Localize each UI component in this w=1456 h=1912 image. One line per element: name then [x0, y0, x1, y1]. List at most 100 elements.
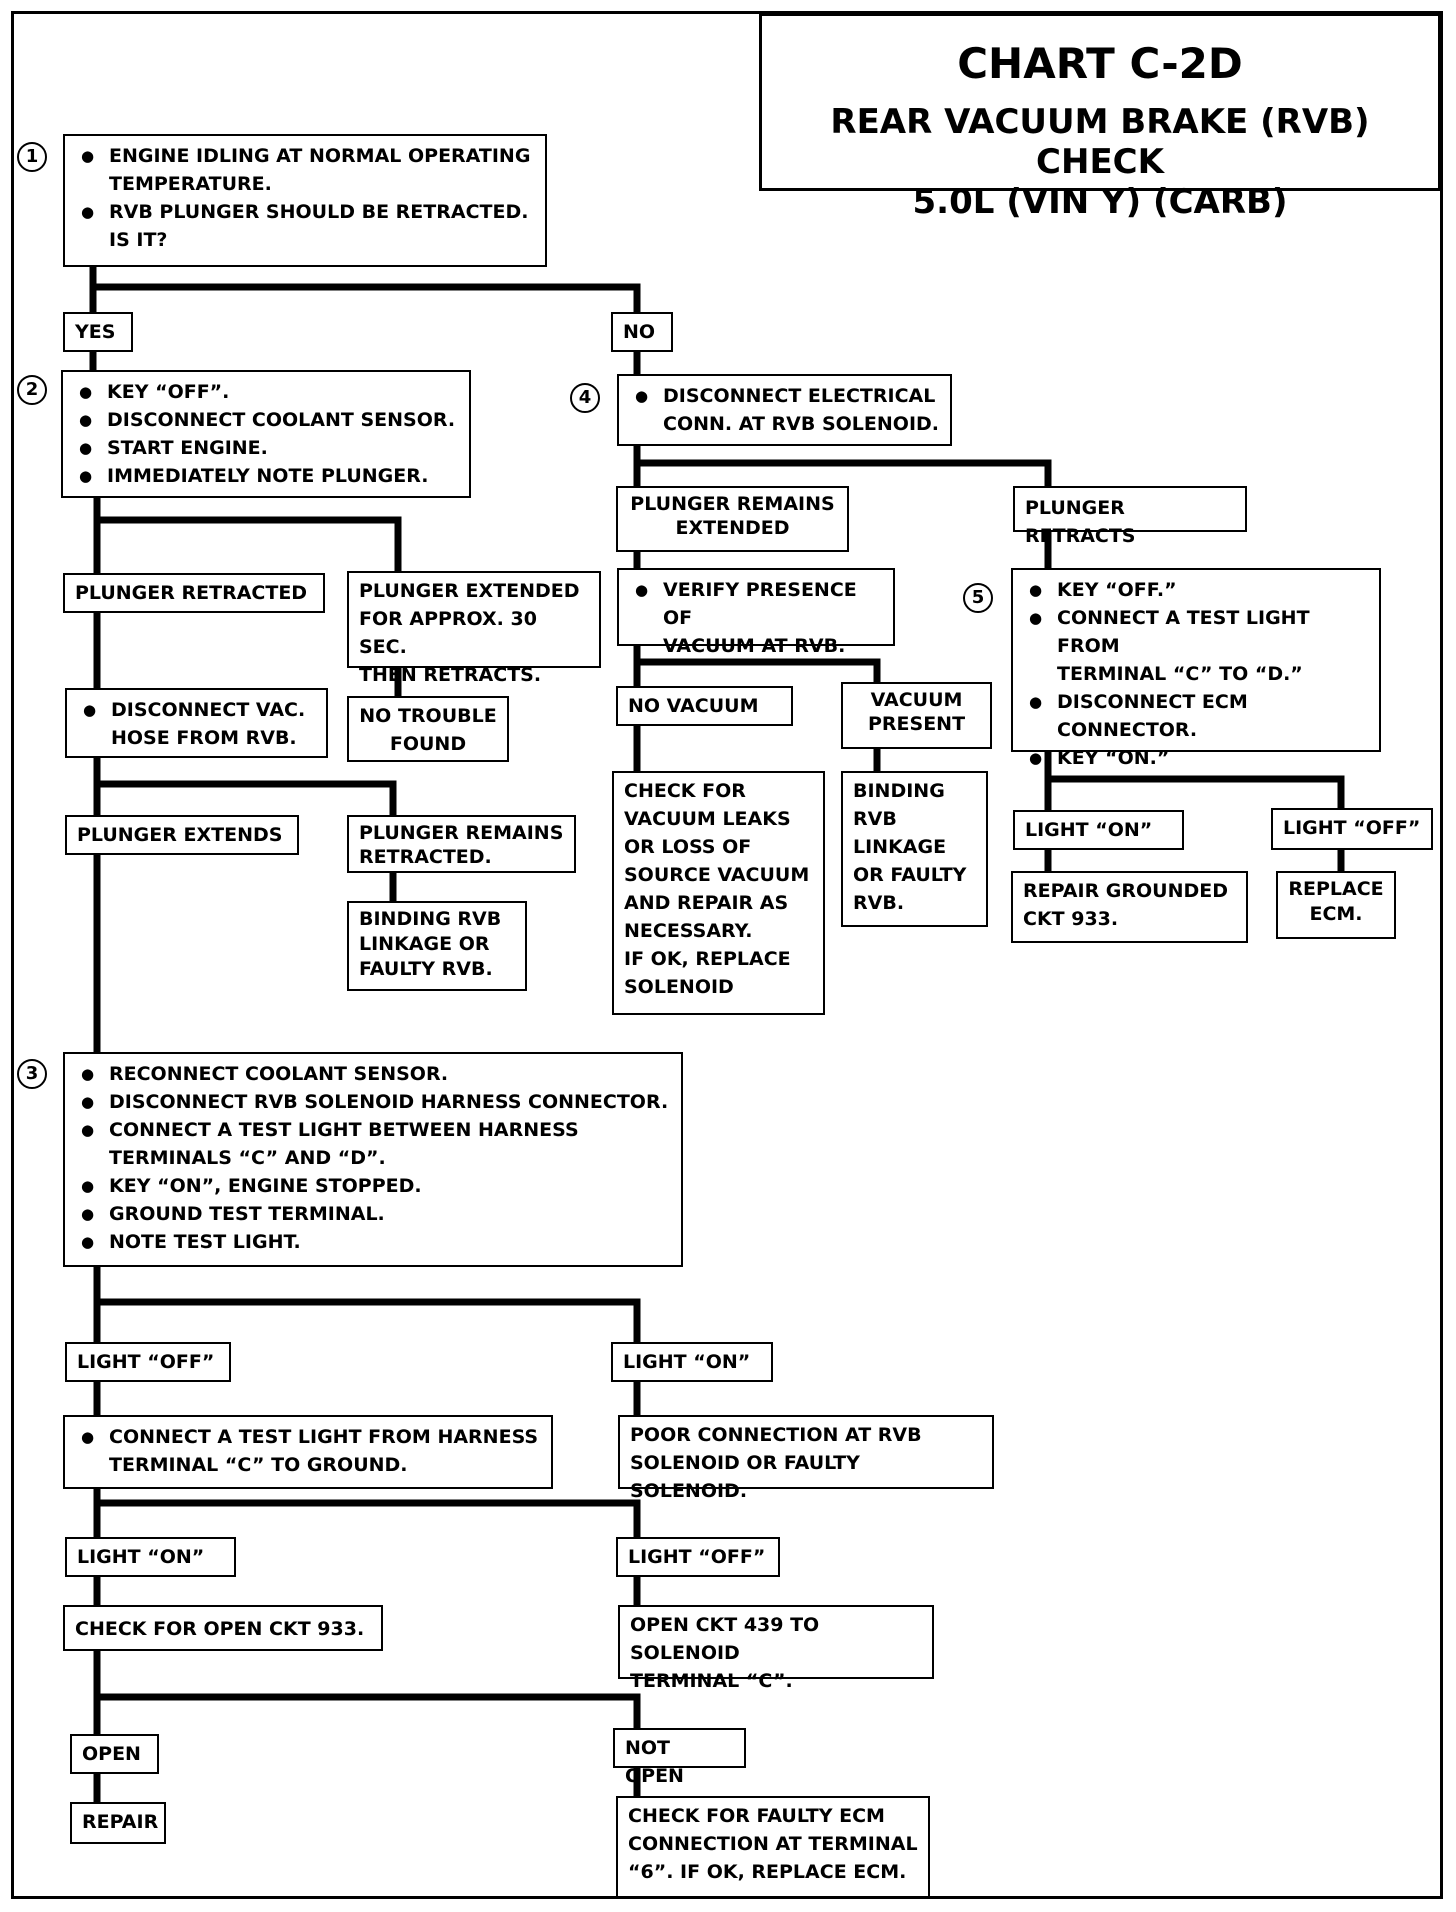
no-label-text: NO — [623, 321, 656, 343]
check-faulty-ecm-text: CHECK FOR FAULTY ECM CONNECTION AT TERMI… — [628, 1805, 918, 1883]
step3-item: KEY “ON”, ENGINE STOPPED. — [75, 1172, 671, 1200]
plunger-remains-extended-text: PLUNGER REMAINS EXTENDED — [630, 493, 835, 539]
plunger-extended-30-box: PLUNGER EXTENDED FOR APPROX. 30 SEC. THE… — [347, 571, 601, 686]
light-off-label-3: LIGHT “OFF” — [1271, 808, 1433, 850]
repair-grounded-933-text: REPAIR GROUNDED CKT 933. — [1023, 880, 1229, 930]
step5-item: KEY “OFF.” — [1023, 576, 1369, 604]
plunger-extended-30-text: PLUNGER EXTENDED FOR APPROX. 30 SEC. THE… — [359, 580, 580, 686]
step-number-4: 4 — [570, 383, 600, 413]
poor-connection-box: POOR CONNECTION AT RVB SOLENOID OR FAULT… — [618, 1415, 994, 1502]
verify-vacuum-item: VERIFY PRESENCE OF VACUUM AT RVB. — [629, 576, 883, 660]
check-vacuum-leaks-box: CHECK FOR VACUUM LEAKS OR LOSS OF SOURCE… — [612, 771, 825, 1015]
step4-item: DISCONNECT ELECTRICAL CONN. AT RVB SOLEN… — [629, 382, 940, 438]
light-off-text-3: LIGHT “OFF” — [1283, 817, 1421, 839]
check-open-933-text: CHECK FOR OPEN CKT 933. — [75, 1618, 365, 1640]
step1-item: RVB PLUNGER SHOULD BE RETRACTED. IS IT? — [75, 198, 535, 254]
connect-test-light-ground-box: CONNECT A TEST LIGHT FROM HARNESS TERMIN… — [63, 1415, 553, 1489]
chart-subtitle: REAR VACUUM BRAKE (RVB) CHECK 5.0L (VIN … — [830, 102, 1370, 222]
open-439-text: OPEN CKT 439 TO SOLENOID TERMINAL “C”. — [630, 1614, 820, 1692]
disconnect-vac-box: DISCONNECT VAC. HOSE FROM RVB. — [65, 688, 328, 758]
light-on-label-2: LIGHT “ON” — [65, 1537, 236, 1577]
repair-text: REPAIR — [82, 1811, 159, 1833]
check-vacuum-leaks-text: CHECK FOR VACUUM LEAKS OR LOSS OF SOURCE… — [624, 780, 810, 998]
light-on-label-3: LIGHT “ON” — [1013, 810, 1184, 850]
binding-rvb-right-box: BINDING RVB LINKAGE OR FAULTY RVB. — [841, 771, 988, 927]
light-on-text-2: LIGHT “ON” — [77, 1546, 205, 1568]
step5-box: KEY “OFF.” CONNECT A TEST LIGHT FROM TER… — [1011, 568, 1381, 772]
replace-ecm-text: REPLACE ECM. — [1288, 878, 1384, 925]
poor-connection-text: POOR CONNECTION AT RVB SOLENOID OR FAULT… — [630, 1424, 922, 1502]
replace-ecm-box: REPLACE ECM. — [1276, 871, 1396, 939]
plunger-remains-retracted-box: PLUNGER REMAINS RETRACTED. — [347, 815, 576, 873]
step3-item: CONNECT A TEST LIGHT BETWEEN HARNESS TER… — [75, 1116, 671, 1172]
connector-line — [93, 1647, 641, 1732]
connector-line — [89, 263, 641, 316]
vacuum-present-box: VACUUM PRESENT — [841, 682, 992, 749]
binding-rvb-right-text: BINDING RVB LINKAGE OR FAULTY RVB. — [853, 780, 967, 914]
plunger-remains-retracted-text: PLUNGER REMAINS RETRACTED. — [359, 822, 564, 868]
plunger-extends-text: PLUNGER EXTENDS — [77, 824, 283, 846]
yes-label: YES — [63, 312, 133, 352]
light-on-text-3: LIGHT “ON” — [1025, 819, 1153, 841]
connector-line — [93, 494, 402, 575]
plunger-remains-extended-box: PLUNGER REMAINS EXTENDED — [616, 486, 849, 552]
binding-rvb-left-box: BINDING RVB LINKAGE OR FAULTY RVB. — [347, 901, 527, 991]
light-off-label-1: LIGHT “OFF” — [65, 1342, 231, 1382]
step2-item: KEY “OFF”. — [73, 378, 459, 406]
step-number-5: 5 — [963, 583, 993, 613]
step-number-3: 3 — [17, 1059, 47, 1089]
step-number-2: 2 — [17, 375, 47, 405]
check-open-933-box: CHECK FOR OPEN CKT 933. — [63, 1605, 383, 1651]
step4-box: DISCONNECT ELECTRICAL CONN. AT RVB SOLEN… — [617, 374, 952, 446]
step3-item: DISCONNECT RVB SOLENOID HARNESS CONNECTO… — [75, 1088, 671, 1116]
plunger-retracts-text: PLUNGER RETRACTS — [1025, 497, 1136, 547]
step1-item: ENGINE IDLING AT NORMAL OPERATING TEMPER… — [75, 142, 535, 198]
yes-label-text: YES — [75, 321, 116, 343]
not-open-label-text: NOT OPEN — [625, 1737, 684, 1787]
open-439-box: OPEN CKT 439 TO SOLENOID TERMINAL “C”. — [618, 1605, 934, 1692]
step2-box: KEY “OFF”. DISCONNECT COOLANT SENSOR. ST… — [61, 370, 471, 498]
repair-grounded-933-box: REPAIR GROUNDED CKT 933. — [1011, 871, 1248, 943]
step2-item: IMMEDIATELY NOTE PLUNGER. — [73, 462, 459, 490]
open-label: OPEN — [70, 1734, 159, 1774]
chart-title-box: CHART C-2D REAR VACUUM BRAKE (RVB) CHECK… — [759, 13, 1441, 222]
not-open-label: NOT OPEN — [613, 1728, 746, 1787]
step5-item: DISCONNECT ECM CONNECTOR. — [1023, 688, 1369, 744]
step3-box: RECONNECT COOLANT SENSOR. DISCONNECT RVB… — [63, 1052, 683, 1267]
light-off-label-2: LIGHT “OFF” — [616, 1537, 780, 1577]
verify-vacuum-box: VERIFY PRESENCE OF VACUUM AT RVB. — [617, 568, 895, 657]
step-number-1: 1 — [17, 142, 47, 172]
step2-item: DISCONNECT COOLANT SENSOR. — [73, 406, 459, 434]
plunger-retracted-label: PLUNGER RETRACTED — [63, 573, 325, 613]
step5-item: CONNECT A TEST LIGHT FROM TERMINAL “C” T… — [1023, 604, 1369, 688]
step3-item: GROUND TEST TERMINAL. — [75, 1200, 671, 1228]
no-vacuum-text: NO VACUUM — [628, 695, 759, 717]
step2-item: START ENGINE. — [73, 434, 459, 462]
light-off-text-1: LIGHT “OFF” — [77, 1351, 215, 1373]
step3-item: NOTE TEST LIGHT. — [75, 1228, 671, 1256]
open-label-text: OPEN — [82, 1743, 141, 1765]
plunger-retracts-label: PLUNGER RETRACTS — [1013, 486, 1247, 547]
no-trouble-found-box: NO TROUBLE FOUND — [347, 696, 509, 762]
check-faulty-ecm-box: CHECK FOR FAULTY ECM CONNECTION AT TERMI… — [616, 1796, 930, 1898]
vacuum-present-text: VACUUM PRESENT — [867, 689, 966, 735]
no-trouble-found-text: NO TROUBLE FOUND — [359, 705, 497, 755]
repair-box: REPAIR — [70, 1802, 166, 1844]
light-on-label-1: LIGHT “ON” — [611, 1342, 773, 1382]
disconnect-vac-item: DISCONNECT VAC. HOSE FROM RVB. — [77, 696, 316, 752]
step5-item: KEY “ON.” — [1023, 744, 1369, 772]
connector-line — [633, 442, 1052, 498]
connector-line — [93, 1263, 641, 1346]
plunger-extends-label: PLUNGER EXTENDS — [65, 815, 299, 855]
no-vacuum-label: NO VACUUM — [616, 686, 793, 726]
plunger-retracted-text: PLUNGER RETRACTED — [75, 582, 308, 604]
connect-test-light-ground-item: CONNECT A TEST LIGHT FROM HARNESS TERMIN… — [75, 1423, 541, 1479]
chart-title: CHART C-2D — [957, 39, 1243, 88]
step3-item: RECONNECT COOLANT SENSOR. — [75, 1060, 671, 1088]
connector-line — [93, 754, 397, 819]
no-label: NO — [611, 312, 673, 352]
light-on-text-1: LIGHT “ON” — [623, 1351, 751, 1373]
step1-box: ENGINE IDLING AT NORMAL OPERATING TEMPER… — [63, 134, 547, 267]
